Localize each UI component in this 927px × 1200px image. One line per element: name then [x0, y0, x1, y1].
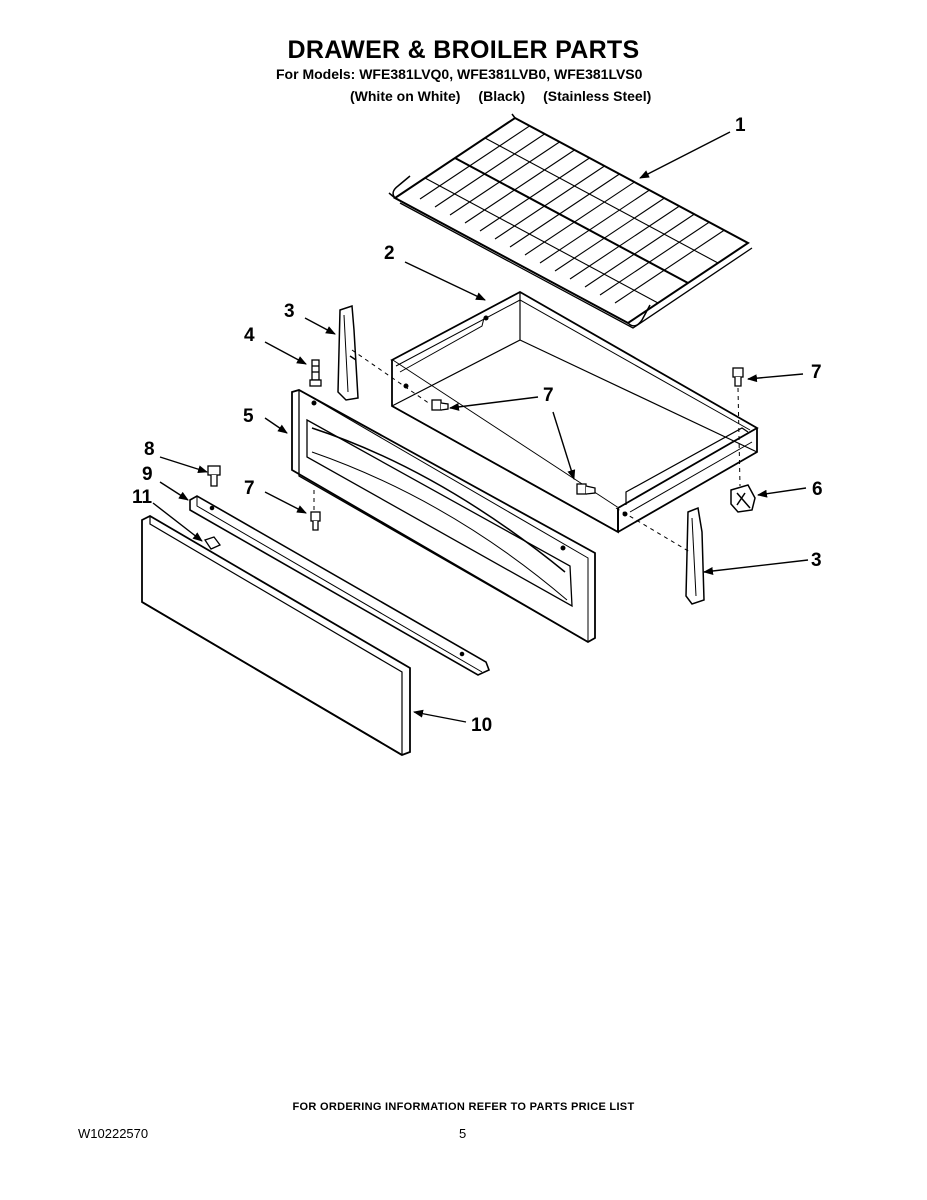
- page-number: 5: [459, 1126, 467, 1141]
- callout-3-left: 3: [284, 301, 295, 322]
- leader-lines: [152, 131, 809, 723]
- rack-wires: [404, 118, 736, 304]
- variant-black: (Black): [478, 88, 526, 104]
- callout-3-right: 3: [811, 550, 822, 571]
- callout-1: 1: [735, 115, 746, 136]
- clip-part-6: [730, 484, 756, 513]
- handle-strip: [189, 495, 491, 676]
- callout-6: 6: [812, 479, 823, 500]
- models-line: For Models: WFE381LVQ0, WFE381LVB0, WFE3…: [276, 66, 643, 82]
- variant-stainless: (Stainless Steel): [543, 88, 652, 104]
- drawer-glide-left: [337, 304, 359, 401]
- callout-2: 2: [384, 243, 395, 264]
- screw-part-7-b: [732, 367, 744, 387]
- callout-8: 8: [144, 439, 155, 460]
- callout-7-right: 7: [811, 362, 822, 383]
- callout-9: 9: [142, 464, 153, 485]
- callout-4: 4: [244, 325, 255, 346]
- drawer-pan: [390, 290, 759, 534]
- stud-part-4: [309, 359, 322, 387]
- drawer-front-panel: [291, 389, 596, 644]
- screw-part-7-c: [576, 483, 596, 495]
- callout-7-center: 7: [543, 385, 554, 406]
- insert-part-11: [203, 536, 222, 550]
- screw-part-7-a: [431, 399, 449, 411]
- model-variants: (White on White) (Black) (Stainless Steel): [350, 88, 669, 104]
- ordering-note: FOR ORDERING INFORMATION REFER TO PARTS …: [292, 1101, 635, 1113]
- callout-7-left: 7: [244, 478, 255, 499]
- document-number: W10222570: [78, 1126, 149, 1141]
- broiler-rack: [388, 113, 753, 329]
- callout-11: 11: [132, 487, 153, 508]
- drawer-glide-right: [685, 506, 705, 605]
- screw-part-8: [207, 465, 221, 487]
- callout-10: 10: [471, 715, 492, 736]
- callout-5: 5: [243, 406, 254, 427]
- page-title: DRAWER & BROILER PARTS: [287, 36, 640, 64]
- outer-drawer-panel: [141, 514, 411, 756]
- variant-white: (White on White): [350, 88, 461, 104]
- screw-part-7-d: [310, 511, 321, 531]
- alignment-dashes: [313, 349, 741, 553]
